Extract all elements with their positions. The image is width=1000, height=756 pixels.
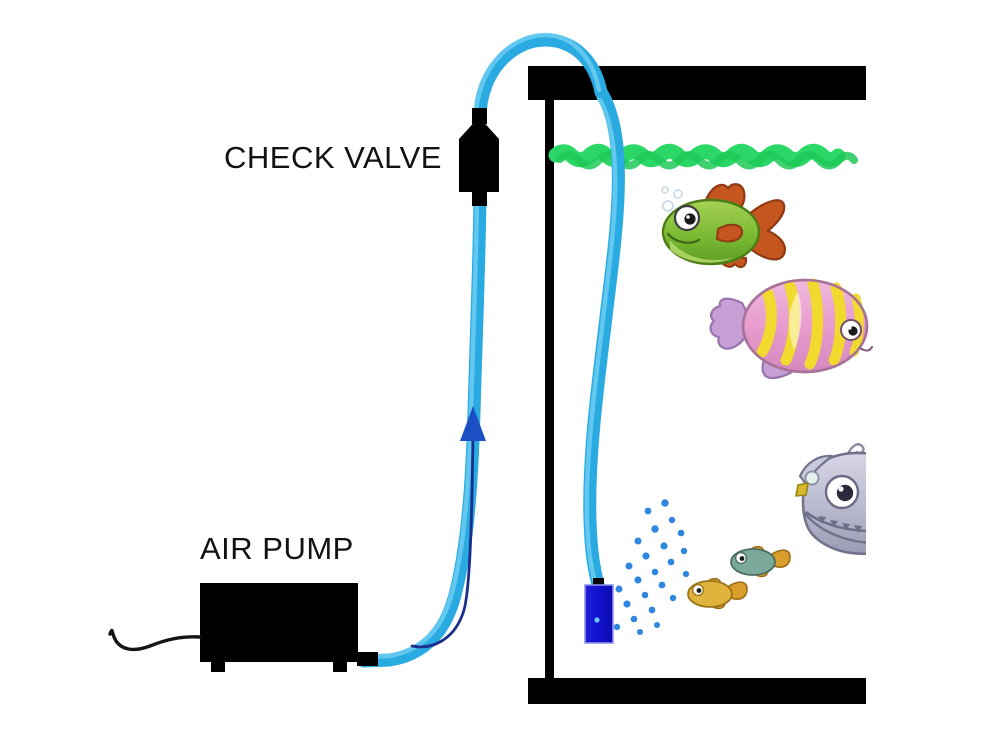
pink-yellow-angelfish — [709, 278, 874, 380]
tank-top-rim — [528, 66, 866, 100]
air-pump-power-cord — [108, 628, 202, 652]
air-pump-foot-left — [211, 662, 225, 672]
bubble — [682, 570, 690, 578]
air-flow-arrow — [410, 406, 486, 649]
bubble — [658, 581, 666, 589]
bubble — [651, 568, 659, 576]
green-plant-line-texture — [556, 151, 858, 170]
bubble — [615, 585, 623, 593]
air-stone-body — [584, 584, 614, 644]
angelfish-highlight — [789, 292, 802, 350]
bubble — [648, 606, 656, 614]
bubble — [667, 558, 675, 566]
anglerfish-eye-glint — [838, 486, 844, 492]
air-tube-in-tank-highlight — [584, 95, 618, 585]
fish-tank — [528, 66, 866, 704]
green-fish-mouth — [666, 232, 701, 244]
air-tube-lower — [357, 191, 487, 668]
air-flow-arrow-line — [410, 428, 475, 649]
anglerfish-lower-lip — [803, 511, 866, 544]
air-stone-connector — [593, 578, 604, 588]
gray-anglerfish — [795, 443, 866, 555]
air-tube-in-tank — [583, 85, 625, 592]
green-fish-pectoral-fin — [715, 223, 744, 243]
tank-bottom-rim — [528, 678, 866, 704]
bubble — [668, 516, 676, 524]
green-fish-bubble — [661, 186, 669, 194]
bubble — [677, 529, 685, 537]
angelfish-mouth — [858, 345, 874, 352]
check-valve-top-nipple — [472, 108, 487, 124]
air-stone-shine — [594, 617, 600, 623]
bubble — [630, 615, 638, 623]
angelfish-eye-glint — [848, 326, 852, 330]
tank-left-wall — [545, 96, 554, 682]
bubble — [661, 499, 669, 507]
air-tube-arch-highlight — [473, 32, 602, 121]
bubble — [641, 591, 649, 599]
bubble — [634, 537, 642, 545]
bubble — [644, 507, 652, 515]
check-valve-bottom-nipple — [472, 190, 487, 206]
teal-fish-tail — [771, 549, 791, 568]
air-pump-outlet-nozzle — [357, 652, 378, 666]
teal-fish-pupil — [739, 556, 745, 561]
green-fish — [661, 183, 786, 269]
bubble — [637, 629, 643, 635]
green-fish-eye-glint — [686, 215, 690, 219]
air-stone — [584, 578, 614, 644]
yellow-fish-pupil — [696, 588, 702, 593]
green-fish-pupil — [684, 213, 696, 225]
bubble-stream — [613, 499, 690, 635]
bubble — [680, 547, 688, 555]
angelfish-tail — [709, 297, 753, 350]
teal-small-fish — [730, 545, 791, 578]
bubble — [651, 525, 659, 533]
anglerfish-teeth — [818, 516, 862, 533]
yellow-fish-tail — [728, 581, 748, 600]
angelfish-body-outline — [741, 278, 869, 374]
bubble — [660, 542, 668, 550]
yellow-small-fish — [687, 577, 748, 610]
green-fish-belly — [670, 240, 732, 263]
air-pump-label: AIR PUMP — [200, 531, 354, 566]
anglerfish-lure — [795, 482, 809, 497]
check-valve-body — [459, 117, 499, 192]
air-tube-lower-highlight — [363, 197, 480, 660]
air-flow-arrow-head — [460, 406, 486, 441]
green-fish-bubble — [662, 200, 674, 212]
air-pump — [108, 583, 378, 672]
bubble — [642, 552, 650, 560]
bubble — [669, 594, 677, 602]
bubble — [634, 576, 642, 584]
plant-line-group — [548, 143, 858, 170]
air-pump-foot-right — [333, 662, 347, 672]
bubble — [613, 623, 621, 631]
green-fish-bubble — [673, 189, 683, 199]
bubble — [625, 562, 633, 570]
air-tube-group — [357, 32, 625, 668]
air-pump-body — [200, 583, 358, 662]
anglerfish-bump — [804, 470, 820, 486]
bubble — [623, 600, 631, 608]
anglerfish-jaw — [805, 511, 866, 533]
check-valve-label: CHECK VALVE — [224, 140, 442, 175]
anglerfish-body — [801, 451, 866, 555]
bubble — [654, 622, 660, 628]
check-valve — [459, 108, 499, 206]
